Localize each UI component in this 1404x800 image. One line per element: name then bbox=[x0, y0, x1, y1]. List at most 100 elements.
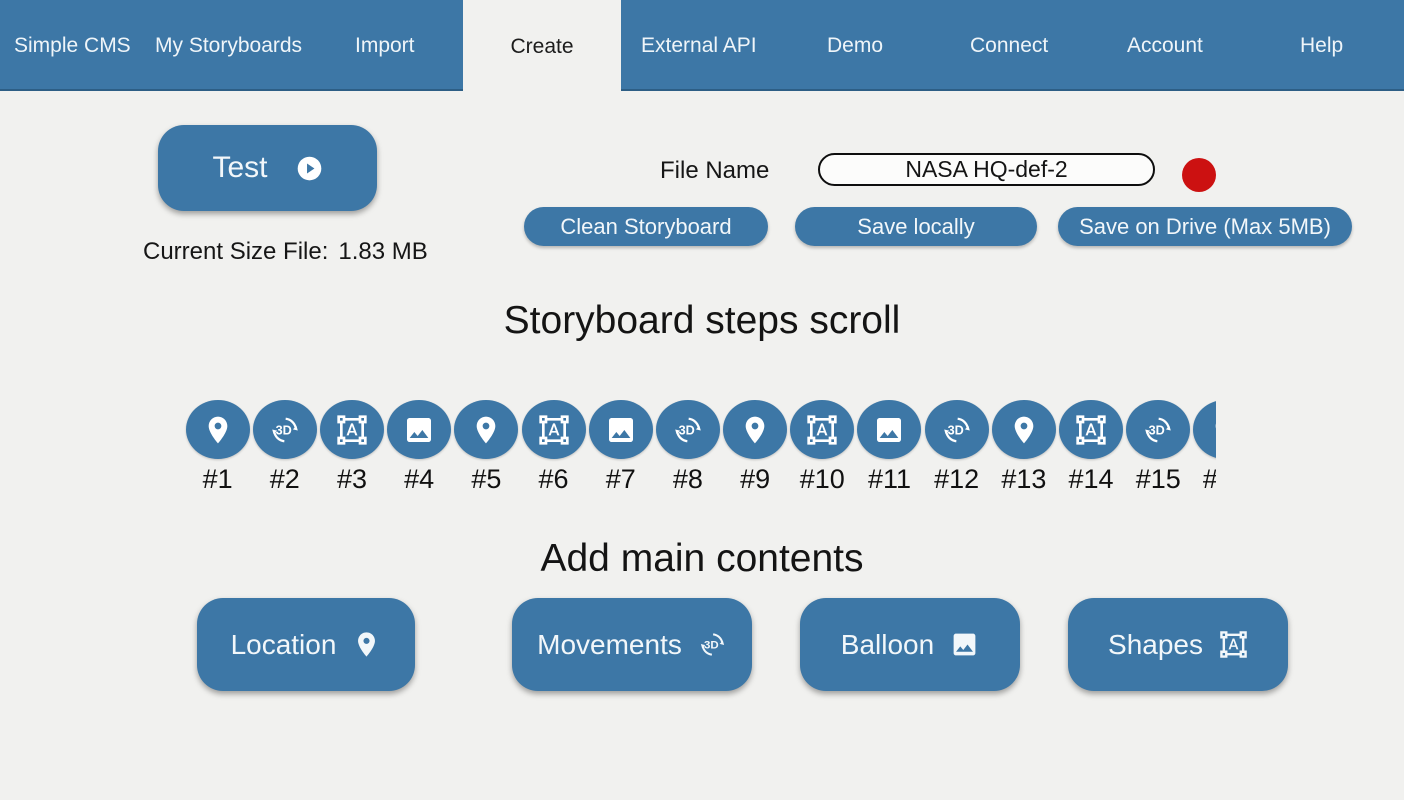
record-indicator bbox=[1182, 158, 1216, 192]
clean-storyboard-button[interactable]: Clean Storyboard bbox=[524, 207, 768, 246]
location-pin-icon bbox=[470, 414, 502, 446]
step-circle[interactable] bbox=[991, 400, 1056, 459]
format-shapes-icon bbox=[1219, 630, 1248, 659]
contents-section-title: Add main contents bbox=[540, 537, 864, 580]
movements-button[interactable]: Movements 3D bbox=[512, 598, 752, 691]
image-icon bbox=[873, 414, 905, 446]
step-circle[interactable]: 3D bbox=[1126, 400, 1191, 459]
nav-item-external-api[interactable]: External API bbox=[641, 33, 757, 57]
step-circle[interactable] bbox=[857, 400, 922, 459]
step-label: #15 bbox=[1135, 464, 1181, 494]
test-button[interactable]: Test bbox=[158, 125, 377, 211]
step-circle[interactable] bbox=[185, 400, 250, 459]
3d-rotation-icon: 3D bbox=[698, 630, 727, 659]
3d-rotation-icon: 3D bbox=[672, 414, 704, 446]
storyboard-step[interactable]: #14 bbox=[1057, 400, 1124, 495]
step-label: #10 bbox=[799, 464, 845, 494]
3d-rotation-icon: 3D bbox=[1142, 414, 1174, 446]
step-label: #4 bbox=[404, 464, 435, 494]
step-label: #13 bbox=[1001, 464, 1047, 494]
test-button-label: Test bbox=[212, 151, 268, 184]
save-locally-button[interactable]: Save locally bbox=[795, 207, 1037, 246]
storyboard-step[interactable]: #5 bbox=[453, 400, 520, 495]
content-button-label: Balloon bbox=[840, 628, 935, 660]
top-nav-bar: Simple CMS My Storyboards Import Externa… bbox=[0, 0, 1404, 91]
step-circle[interactable] bbox=[723, 400, 788, 459]
step-circle[interactable]: 3D bbox=[924, 400, 989, 459]
location-pin-icon bbox=[739, 414, 771, 446]
image-icon bbox=[403, 414, 435, 446]
step-label: #11 bbox=[867, 464, 911, 494]
shapes-button[interactable]: Shapes bbox=[1068, 598, 1288, 691]
storyboard-step[interactable]: #4 bbox=[386, 400, 453, 495]
step-label: #6 bbox=[538, 464, 569, 494]
3d-rotation-icon: 3D bbox=[269, 414, 301, 446]
steps-section-title: Storyboard steps scroll bbox=[503, 299, 901, 342]
svg-text:3D: 3D bbox=[704, 640, 719, 652]
storyboard-step[interactable]: 3D #12 bbox=[923, 400, 990, 495]
current-file-size: Current Size File: 1.83 MB bbox=[143, 238, 428, 266]
storyboard-step[interactable]: #10 bbox=[789, 400, 856, 495]
step-circle[interactable]: 3D bbox=[655, 400, 720, 459]
svg-text:3D: 3D bbox=[275, 423, 291, 437]
current-size-label: Current Size File: bbox=[143, 238, 329, 265]
save-on-drive-button[interactable]: Save on Drive (Max 5MB) bbox=[1058, 207, 1352, 246]
current-size-value: 1.83 MB bbox=[338, 238, 428, 265]
content-button-label: Movements bbox=[537, 628, 682, 660]
storyboard-step[interactable]: #11 bbox=[856, 400, 923, 495]
svg-text:3D: 3D bbox=[947, 423, 963, 437]
step-circle[interactable]: 3D bbox=[252, 400, 317, 459]
location-button[interactable]: Location bbox=[197, 598, 415, 691]
storyboard-step[interactable]: #7 bbox=[587, 400, 654, 495]
step-circle[interactable] bbox=[454, 400, 519, 459]
step-circle[interactable] bbox=[387, 400, 452, 459]
storyboard-step[interactable]: #9 bbox=[722, 400, 789, 495]
step-circle[interactable] bbox=[588, 400, 653, 459]
format-shapes-icon bbox=[1075, 414, 1107, 446]
step-circle[interactable] bbox=[1059, 400, 1124, 459]
step-label: #12 bbox=[934, 464, 980, 494]
storyboard-step[interactable]: 3D #15 bbox=[1125, 400, 1192, 495]
step-label: #1 bbox=[202, 464, 233, 494]
step-circle[interactable] bbox=[790, 400, 855, 459]
3d-rotation-icon: 3D bbox=[941, 414, 973, 446]
format-shapes-icon bbox=[336, 414, 368, 446]
storyboard-step[interactable]: #3 bbox=[318, 400, 385, 495]
svg-text:3D: 3D bbox=[678, 423, 694, 437]
storyboard-step[interactable]: 3D #8 bbox=[654, 400, 721, 495]
file-name-input[interactable] bbox=[818, 153, 1155, 186]
content-button-label: Shapes bbox=[1108, 628, 1203, 660]
storyboard-step[interactable]: #1 bbox=[184, 400, 251, 495]
storyboard-step[interactable]: #16 bbox=[1192, 400, 1216, 495]
nav-item-demo[interactable]: Demo bbox=[827, 33, 884, 57]
tab-create-active[interactable]: Create bbox=[463, 0, 621, 93]
step-label: #2 bbox=[269, 464, 300, 494]
step-label: #16 bbox=[1203, 464, 1216, 495]
play-icon bbox=[296, 155, 323, 182]
balloon-button[interactable]: Balloon bbox=[800, 598, 1020, 691]
file-name-label: File Name bbox=[660, 157, 770, 184]
nav-item-connect[interactable]: Connect bbox=[970, 33, 1049, 57]
svg-text:3D: 3D bbox=[1149, 423, 1165, 437]
nav-item-account[interactable]: Account bbox=[1127, 33, 1203, 57]
nav-item-my-storyboards[interactable]: My Storyboards bbox=[155, 33, 303, 57]
storyboard-step[interactable]: 3D #2 bbox=[251, 400, 318, 495]
nav-item-import[interactable]: Import bbox=[355, 33, 415, 57]
step-label: #8 bbox=[672, 464, 703, 494]
nav-item-help[interactable]: Help bbox=[1300, 33, 1344, 57]
image-icon bbox=[605, 414, 637, 446]
storyboard-step[interactable]: #6 bbox=[520, 400, 587, 495]
step-label: #3 bbox=[336, 464, 367, 494]
step-label: #7 bbox=[605, 464, 636, 494]
step-circle[interactable] bbox=[1193, 400, 1216, 459]
step-label: #9 bbox=[740, 464, 771, 494]
nav-brand[interactable]: Simple CMS bbox=[14, 33, 131, 57]
format-shapes-icon bbox=[538, 414, 570, 446]
storyboard-step[interactable]: #13 bbox=[990, 400, 1057, 495]
step-circle[interactable] bbox=[521, 400, 586, 459]
step-label: #5 bbox=[471, 464, 502, 494]
format-shapes-icon bbox=[806, 414, 838, 446]
step-circle[interactable] bbox=[319, 400, 384, 459]
location-pin-icon bbox=[352, 630, 381, 659]
